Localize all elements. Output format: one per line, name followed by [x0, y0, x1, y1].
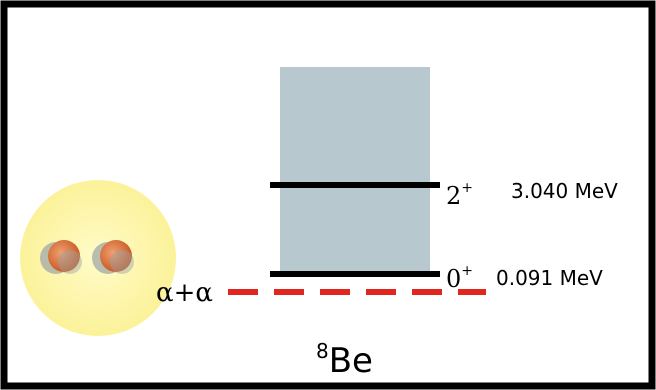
alpha-particle-right	[92, 240, 134, 274]
level-energy-0plus: 0.091 MeV	[496, 266, 603, 290]
level-spin-0plus: 0+	[446, 263, 473, 293]
nucleus-symbol: 8Be	[316, 339, 373, 381]
threshold-label: α+α	[156, 278, 213, 308]
level-energy-2plus: 3.040 MeV	[511, 179, 618, 203]
level-spin-2plus: 2+	[446, 180, 473, 210]
level-band	[280, 67, 430, 276]
alpha-particle-left	[40, 240, 82, 274]
